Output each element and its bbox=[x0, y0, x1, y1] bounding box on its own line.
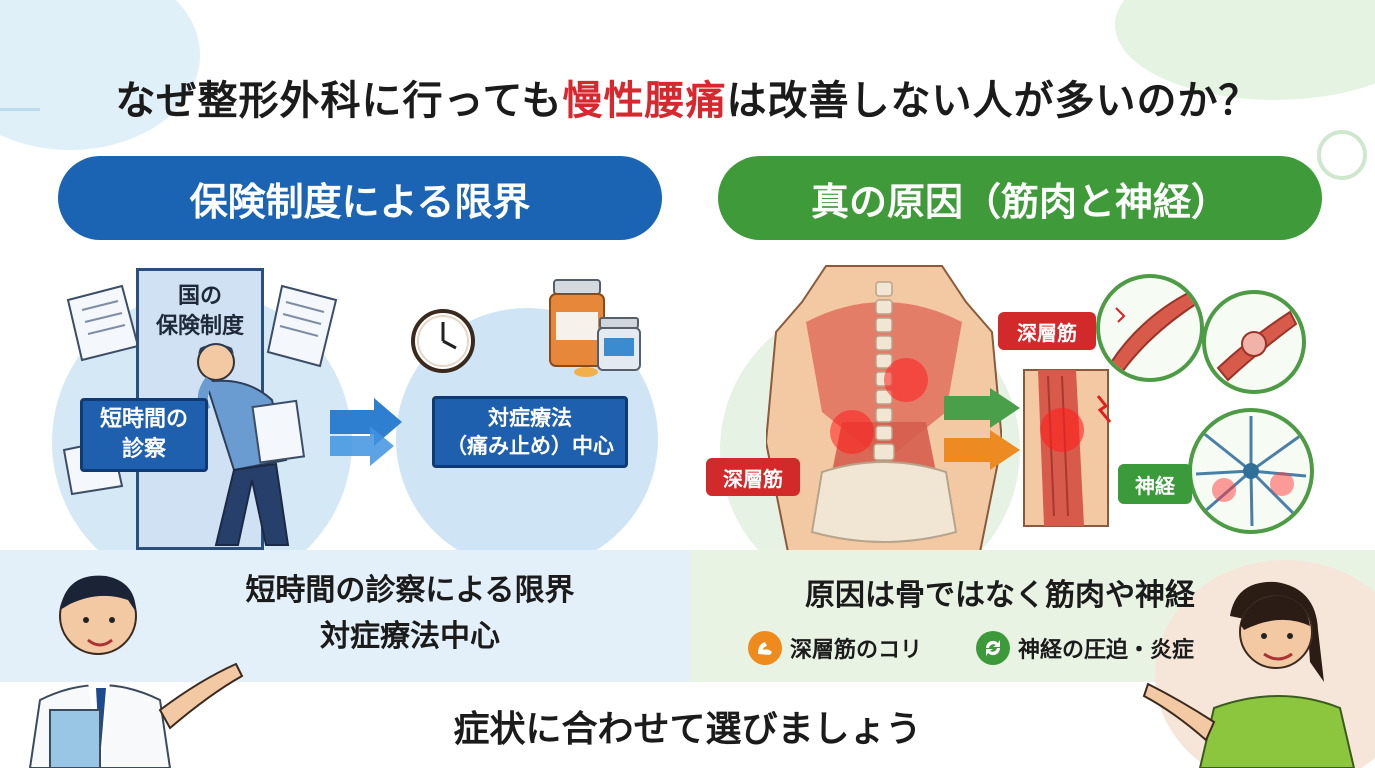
left-summary-text: 短時間の診察による限界 対症療法中心 bbox=[150, 568, 670, 660]
treatment-line1: 対症療法 bbox=[488, 406, 572, 430]
left-summary-line2: 対症療法中心 bbox=[320, 619, 500, 654]
footer-message: 症状に合わせて選びましょう bbox=[453, 709, 922, 750]
decorative-line bbox=[0, 108, 40, 111]
muscle-closeup-strip bbox=[1023, 369, 1109, 527]
back-muscles-illustration bbox=[766, 265, 1002, 552]
right-summary-headline: 原因は骨ではなく筋肉や神経 bbox=[805, 578, 1195, 613]
muscle-fiber-icon bbox=[1108, 290, 1198, 374]
muscle-zoom-circle bbox=[1096, 274, 1204, 382]
door-label-line2: 保険制度 bbox=[155, 314, 244, 339]
tag1-text: 深層筋のコリ bbox=[790, 638, 923, 663]
page-title: なぜ整形外科に行っても慢性腰痛は改善しない人が多いのか？ bbox=[0, 68, 1375, 126]
muscle-icon bbox=[748, 631, 782, 665]
left-section-heading: 保険制度による限界 bbox=[58, 156, 662, 240]
title-highlight: 慢性腰痛 bbox=[562, 78, 727, 124]
title-text-after: は改善しない人が多いのか？ bbox=[726, 78, 1260, 124]
door-label: 国の 保険制度 bbox=[144, 282, 256, 342]
nerve-cell-icon bbox=[1195, 416, 1307, 527]
tag-nerve-compression: 神経の圧迫・炎症 bbox=[976, 628, 1194, 668]
double-arrow-icon bbox=[330, 398, 402, 466]
short-exam-line1: 短時間の bbox=[99, 407, 188, 432]
deep-muscle-label-lower: 深層筋 bbox=[706, 458, 800, 496]
damaged-muscle-zoom-circle bbox=[1202, 290, 1306, 394]
right-section-heading: 真の原因（筋肉と神経） bbox=[718, 156, 1322, 240]
clock-icon bbox=[411, 309, 475, 373]
short-exam-line2: 診察 bbox=[121, 437, 166, 462]
tired-man-illustration bbox=[197, 343, 306, 546]
door-label-line1: 国の bbox=[177, 284, 222, 309]
woman-illustration bbox=[1142, 581, 1356, 768]
deep-muscle-label-upper: 深層筋 bbox=[998, 312, 1096, 350]
title-text-before: なぜ整形外科に行っても bbox=[115, 78, 563, 124]
document-paper-illustration bbox=[266, 284, 338, 368]
flying-papers-illustration bbox=[62, 284, 140, 496]
pain-burst-icon bbox=[1096, 395, 1112, 423]
cycle-icon bbox=[976, 631, 1010, 665]
left-summary-line1: 短時間の診察による限界 bbox=[245, 573, 575, 608]
medicine-bottle-icon bbox=[549, 279, 641, 377]
green-orange-arrows-icon bbox=[944, 388, 1020, 470]
short-exam-box: 短時間の 診察 bbox=[80, 398, 208, 472]
tag-deep-muscle-stiffness: 深層筋のコリ bbox=[748, 628, 922, 668]
doctor-illustration bbox=[28, 575, 244, 768]
damaged-muscle-icon bbox=[1216, 310, 1298, 382]
nerve-zoom-circle bbox=[1188, 408, 1314, 534]
decorative-ring bbox=[1317, 130, 1367, 180]
tag2-text: 神経の圧迫・炎症 bbox=[1018, 638, 1195, 663]
nerve-label: 神経 bbox=[1118, 464, 1192, 504]
treatment-line2: （痛み止め）中心 bbox=[446, 434, 614, 458]
symptomatic-treatment-box: 対症療法 （痛み止め）中心 bbox=[432, 396, 628, 468]
